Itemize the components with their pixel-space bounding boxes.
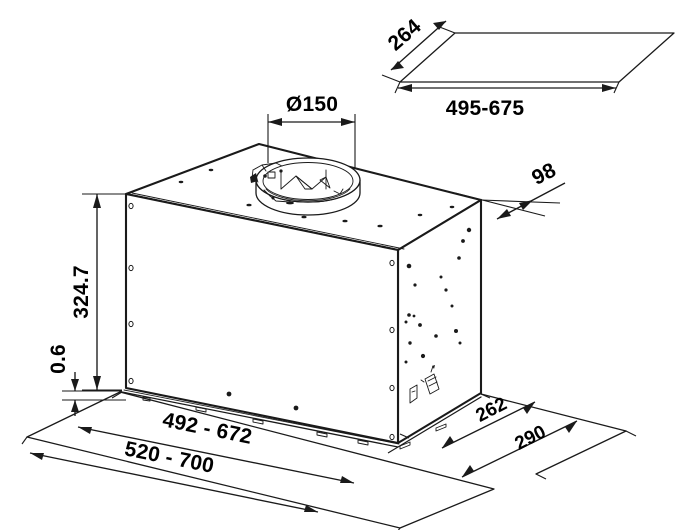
flange-right-wing [480, 393, 627, 475]
control-detail-symbols [409, 365, 440, 404]
dimension-495-675: 495-675 [394, 81, 620, 120]
dimension-98-label: 98 [528, 159, 560, 190]
detail-plate-group: 264 495-675 [381, 15, 675, 120]
dimension-264-label: 264 [384, 15, 426, 56]
duct-collar-rim-outer [255, 157, 361, 203]
front-face-dots [226, 391, 299, 411]
dimension-495-675-label: 495-675 [446, 97, 525, 120]
flange-tabs [142, 396, 447, 450]
flange-plate-outline [26, 391, 495, 529]
dimension-290: 290 [461, 420, 637, 480]
body-front-face [124, 192, 400, 445]
dimension-0-6-label: 0.6 [47, 344, 70, 374]
dimension-diameter-150: Ø150 [267, 93, 356, 168]
dimension-0-6: 0.6 [47, 344, 126, 416]
dimension-324-7-label: 324.7 [70, 265, 93, 319]
right-face-dots [404, 227, 472, 364]
detail-plate-outline [399, 32, 675, 83]
duct-collar-rim-inner [262, 162, 354, 200]
duct-collar-group [250, 157, 361, 216]
front-face-holes [128, 202, 395, 441]
dimension-324-7: 324.7 [70, 193, 126, 391]
dimension-diameter-150-label: Ø150 [286, 93, 338, 116]
top-face-marks [178, 168, 455, 228]
